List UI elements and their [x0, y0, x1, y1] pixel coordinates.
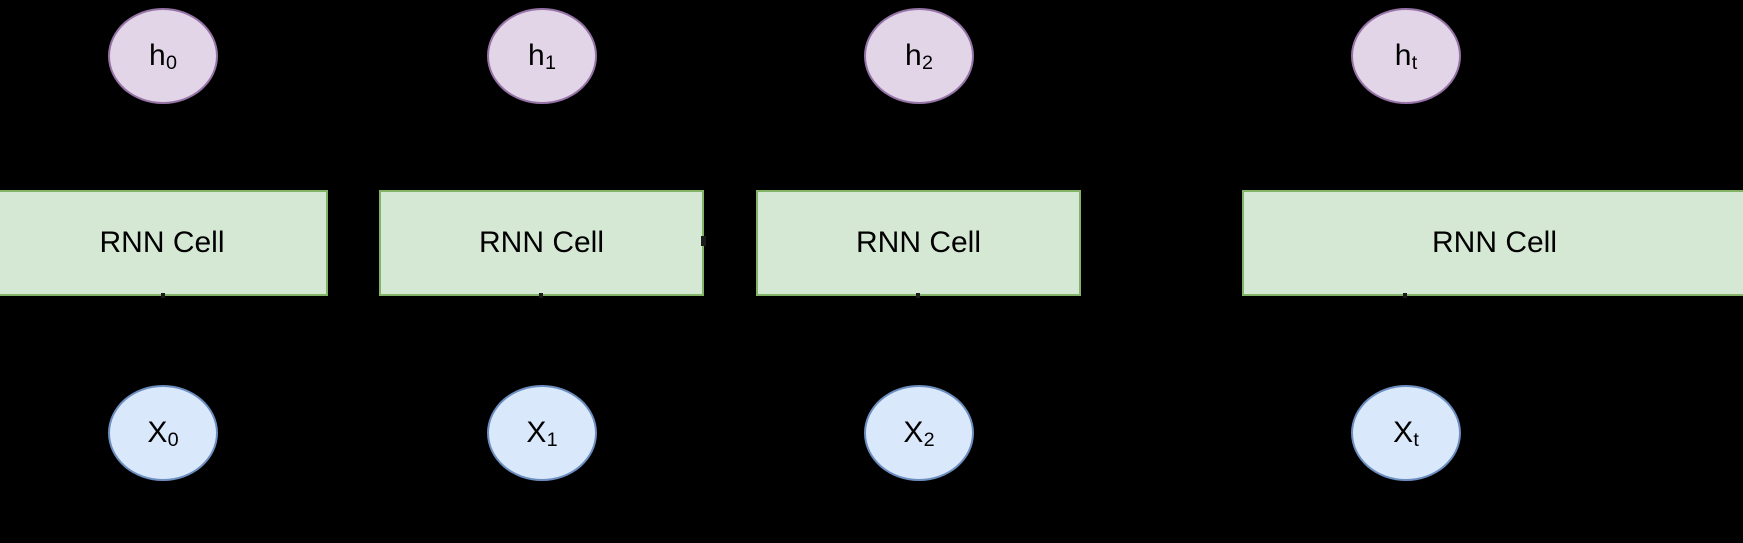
connector-tick-cell1-bottom — [539, 293, 543, 298]
connector-tick-cell2-bottom — [916, 293, 920, 298]
input-subscript-x2: 2 — [923, 429, 935, 452]
rnn-cell-label-0: RNN Cell — [99, 226, 225, 259]
rnn-cell-label-t: RNN Cell — [1431, 226, 1557, 259]
input-subscript-x0: 0 — [167, 429, 179, 452]
hidden-state-label-h0: h0 — [149, 39, 177, 75]
input-node-x2[interactable]: X2 — [864, 385, 974, 481]
hidden-state-node-h0[interactable]: h0 — [108, 8, 218, 104]
input-node-x0[interactable]: X0 — [108, 385, 218, 481]
hidden-state-subscript-h2: 2 — [921, 52, 933, 75]
hidden-state-node-h1[interactable]: h1 — [487, 8, 597, 104]
input-label-x2: X2 — [903, 416, 935, 452]
rnn-cell-box-t[interactable]: RNN Cell — [1242, 190, 1743, 296]
input-label-x1: X1 — [526, 416, 558, 452]
hidden-state-node-ht[interactable]: ht — [1351, 8, 1461, 104]
input-node-x1[interactable]: X1 — [487, 385, 597, 481]
connector-tick-cell0-bottom — [161, 293, 165, 298]
input-subscript-xt: t — [1413, 429, 1419, 452]
rnn-cell-box-2[interactable]: RNN Cell — [756, 190, 1081, 296]
input-label-x0: X0 — [147, 416, 179, 452]
hidden-state-label-h2: h2 — [905, 39, 933, 75]
input-node-xt[interactable]: Xt — [1351, 385, 1461, 481]
rnn-cell-box-0[interactable]: RNN Cell — [0, 190, 328, 296]
hidden-state-subscript-ht: t — [1411, 52, 1418, 75]
connector-tick-cellt-bottom — [1403, 293, 1407, 298]
hidden-state-subscript-h0: 0 — [165, 52, 177, 75]
rnn-cell-label-1: RNN Cell — [478, 226, 604, 259]
rnn-cell-box-1[interactable]: RNN Cell — [379, 190, 704, 296]
rnn-cell-label-2: RNN Cell — [855, 226, 981, 259]
hidden-state-node-h2[interactable]: h2 — [864, 8, 974, 104]
hidden-state-subscript-h1: 1 — [544, 52, 556, 75]
connector-tick-between-cell1-cell2 — [701, 236, 706, 246]
input-label-xt: Xt — [1393, 416, 1419, 452]
hidden-state-label-ht: ht — [1394, 39, 1418, 75]
input-subscript-x1: 1 — [546, 429, 558, 452]
hidden-state-label-h1: h1 — [528, 39, 556, 75]
